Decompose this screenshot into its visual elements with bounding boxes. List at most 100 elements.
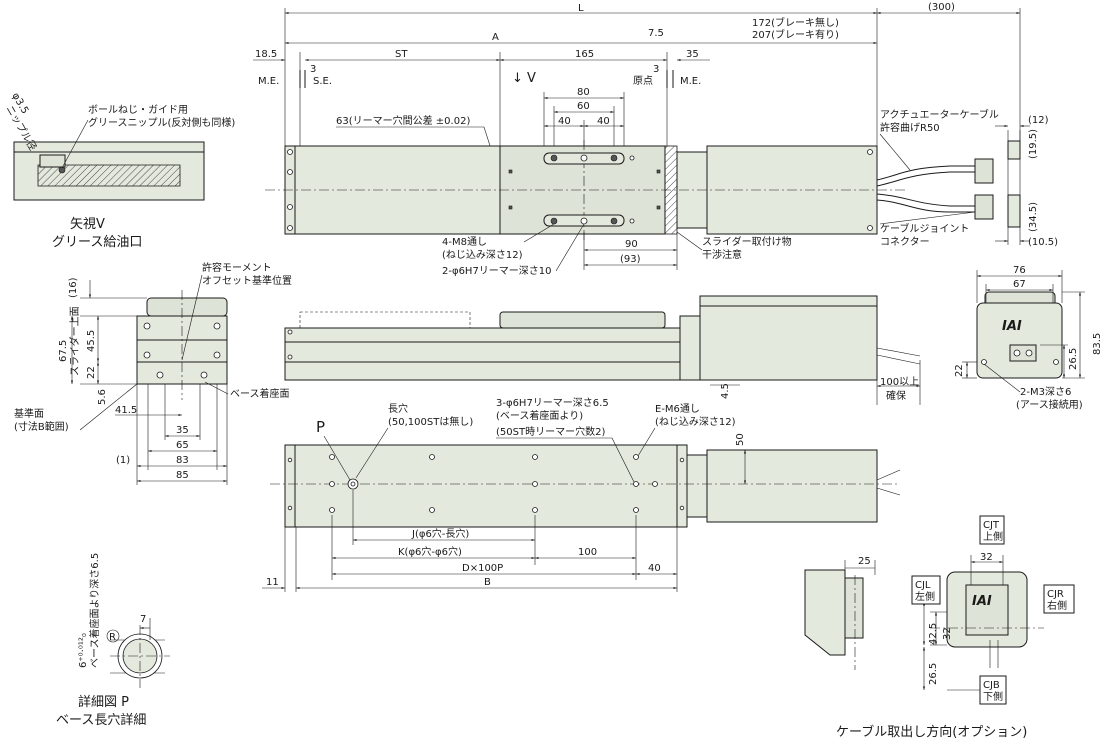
motor-side	[699, 295, 878, 381]
dim-12: (12)	[1028, 115, 1049, 126]
dim-93: (93)	[620, 254, 641, 265]
dim-90: 90	[625, 239, 638, 250]
label-slider-note-1: スライダー取付け物	[702, 235, 792, 248]
side-view: 100以上 確保 4.5	[284, 295, 921, 405]
label-base-mount: ベース着座面	[230, 387, 290, 400]
dim-6-depth: ベース着座面より深さ6.5	[88, 553, 101, 668]
label-ream-2: (ベース着座面より)	[496, 409, 583, 422]
dim-60: 60	[577, 101, 590, 112]
label-view-v: 矢視V	[70, 217, 105, 232]
dim-65: 65	[176, 440, 189, 451]
dim-25: 25	[858, 556, 871, 567]
dim-67: 67	[1013, 279, 1026, 290]
label-em6-depth: (ねじ込み深さ12)	[655, 416, 736, 428]
bottom-view: P 長穴 (50,100STは無し) 3-φ6H7リーマー深さ6.5 (ベース着…	[262, 397, 901, 592]
label-view-v-arrow: ↓ V	[512, 71, 536, 86]
label-ream-1: 3-φ6H7リーマー深さ6.5	[496, 397, 609, 409]
dim-J: J(φ6穴-長穴)	[411, 527, 469, 540]
dim-19-5: (19.5)	[1028, 129, 1039, 159]
label-se: S.E.	[313, 76, 332, 87]
dim-40a: 40	[558, 116, 571, 127]
terminal-block	[1009, 344, 1037, 362]
dim-26-5: 26.5	[1068, 348, 1079, 370]
label-em6: E-M6通し	[655, 403, 700, 415]
label-me-left: M.E.	[258, 76, 279, 87]
label-detail-p: 詳細図 P	[78, 694, 129, 710]
label-grease-port: グリース給油口	[52, 235, 142, 250]
dim-76: 76	[1013, 265, 1026, 276]
dim-83: 83	[176, 455, 189, 466]
dim-26-5b: 26.5	[928, 663, 939, 685]
base-body-side	[284, 327, 681, 381]
dim-300: (300)	[928, 2, 955, 13]
dim-35b: 35	[176, 425, 189, 436]
dim-32: 32	[980, 552, 993, 563]
label-grease-1: ボールねじ・ガイド用	[88, 104, 188, 116]
dim-63: 63(リーマー穴間公差 ±0.02)	[336, 114, 470, 127]
dim-100-plus: 100以上	[880, 376, 919, 388]
dim-83-5: 83.5	[1092, 333, 1103, 355]
label-moment-1: 許容モーメント	[202, 261, 272, 274]
dim-165: 165	[575, 49, 594, 60]
dim-35: 35	[686, 49, 699, 60]
cable-exit-option: 25 IAI 32 32 42.5 26.5 CJT 上側 CJL 左側 CJR…	[804, 515, 1075, 740]
dim-67-5-note: スライダー上面	[68, 306, 81, 376]
label-cjl-2: 左側	[915, 590, 935, 603]
grease-detail: ボールねじ・ガイド用 グリースニップル(反対側も同様) φ3.5 ニップル径 矢…	[3, 91, 235, 250]
dim-85: 85	[176, 470, 189, 481]
label-ref-1: 基準面	[14, 407, 44, 420]
joint-end-bottom	[1007, 194, 1021, 228]
label-cjb-2: 下側	[983, 690, 1003, 703]
label-ref-2: (寸法B範囲)	[14, 420, 69, 433]
dim-11: 11	[266, 577, 279, 588]
dim-16: (16)	[68, 277, 79, 298]
dim-22: 22	[86, 366, 97, 379]
label-moment-2: オフセット基準位置	[202, 274, 292, 287]
motor-bottom	[706, 449, 878, 523]
label-cable-direction: ケーブル取出し方向(オプション)	[836, 724, 1027, 740]
cable-exit-side	[804, 569, 846, 656]
label-slot-1: 長穴	[388, 402, 408, 415]
dim-5-6: 5.6	[97, 389, 108, 405]
dim-3-left: 3	[310, 64, 316, 75]
dim-100c: 100	[578, 547, 597, 558]
dim-B: B	[484, 577, 491, 588]
dim-80: 80	[577, 87, 590, 98]
dim-50: 50	[735, 433, 746, 446]
cable-connector-bottom	[974, 194, 994, 220]
dim-22-right: 22	[954, 364, 965, 377]
dim-67-5: 67.5	[58, 340, 69, 362]
dim-40b: 40	[597, 116, 610, 127]
dim-7: 7	[140, 614, 146, 625]
cable-connector-top	[974, 158, 994, 184]
label-cjl-1: CJL	[915, 580, 931, 591]
label-cjr-1: CJR	[1047, 589, 1064, 600]
dim-32b: 32	[942, 627, 953, 640]
label-cjt-2: 上側	[983, 530, 1003, 543]
dim-L: L	[578, 3, 584, 14]
label-m8-depth: (ねじ込み深さ12)	[442, 249, 523, 261]
right-end-view: IAI 76 67 83.5 26.5 22 2-M3深さ6 (アース接続用)	[954, 265, 1103, 411]
joint-end-top	[1007, 140, 1021, 160]
dim-34-5: (34.5)	[1028, 202, 1039, 232]
dim-45-5: 45.5	[86, 330, 97, 352]
left-end-view: 許容モーメント オフセット基準位置 (16) 67.5 スライダー上面 45.5…	[14, 261, 292, 485]
label-cjt-1: CJT	[983, 520, 1000, 531]
slider-end	[146, 297, 228, 317]
label-slot-2: (50,100STは無し)	[388, 415, 473, 428]
label-cjb-1: CJB	[983, 680, 1000, 691]
logo-iai-small: IAI	[972, 594, 992, 609]
dim-100-ensure: 確保	[886, 389, 906, 402]
label-detail-slot: ベース長穴詳細	[56, 712, 146, 728]
label-me-right: M.E.	[680, 76, 701, 87]
label-cable-1: アクチュエーターケーブル	[880, 108, 999, 121]
label-cable-2: 許容曲げR50	[880, 121, 940, 134]
label-grease-2: グリースニップル(反対側も同様)	[88, 116, 235, 129]
dim-r: R	[109, 632, 116, 643]
label-m3-note: (アース接続用)	[1016, 398, 1083, 411]
dim-172: 172(ブレーキ無し)	[752, 16, 839, 29]
dim-D: D×100P	[462, 563, 503, 574]
label-m3: 2-M3深さ6	[1020, 386, 1071, 398]
dim-7-5: 7.5	[648, 28, 664, 39]
